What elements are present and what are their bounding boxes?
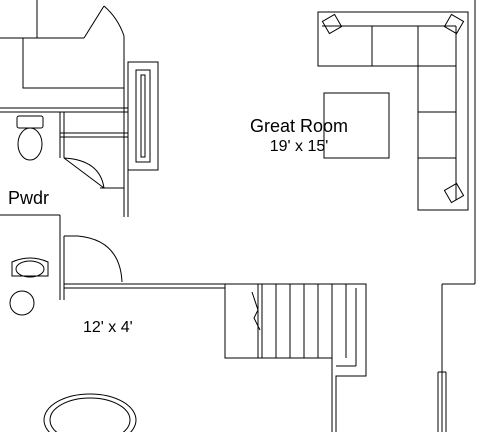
coffee-table [323, 92, 390, 159]
powder-door [63, 157, 124, 189]
room-dimensions-great-room: 19' x 15' [270, 138, 329, 155]
fireplace [127, 61, 159, 171]
toilet-icon [16, 115, 44, 161]
lower-door [63, 235, 225, 289]
round-table-icon [43, 393, 137, 432]
exterior-wall-right [437, 0, 476, 432]
room-dimensions-hall: 12' x 4' [83, 319, 133, 336]
top-cabinet-block [0, 0, 125, 89]
room-name-powder: Pwdr [8, 188, 49, 208]
stairs [224, 283, 367, 432]
sink-icon [11, 257, 49, 278]
room-name-great-room: Great Room [250, 116, 348, 136]
sectional-sofa [317, 11, 469, 211]
round-fixture-icon [9, 290, 35, 316]
